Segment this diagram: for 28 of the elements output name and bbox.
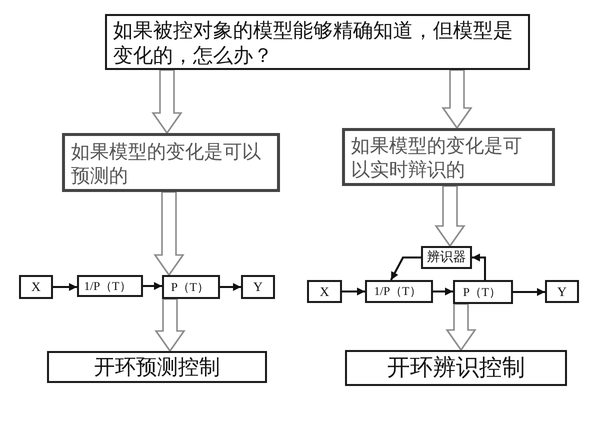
- block-box: 1/P（T）: [77, 275, 143, 297]
- arrow: [433, 288, 453, 296]
- block-arrow: [441, 69, 473, 130]
- arrow: [53, 283, 77, 291]
- block-arrow: [434, 185, 466, 248]
- block-arrow: [153, 191, 185, 276]
- block-box: Y: [545, 280, 579, 303]
- arrow: [220, 283, 241, 291]
- arrow: [143, 282, 162, 290]
- block-box: P（T）: [453, 280, 513, 304]
- block-box: X: [19, 275, 53, 299]
- block-arrow: [445, 303, 477, 352]
- condition-box: 如果模型的变化是可以实时辩识的: [342, 128, 555, 186]
- condition-box: 如果模型的变化是可以预测的: [62, 133, 280, 192]
- arrow: [472, 254, 486, 280]
- result-box: 开环预测控制: [47, 351, 267, 383]
- result-box: 开环辨识控制: [345, 350, 567, 386]
- block-arrow: [151, 69, 183, 134]
- question-box: 如果被控对象的模型能够精确知道，但模型是变化的，怎么办？: [105, 14, 530, 70]
- block-box: 1/P（T）: [365, 280, 433, 303]
- identifier-box: 辨识器: [421, 246, 472, 269]
- arrow: [390, 256, 421, 280]
- block-box: X: [307, 280, 342, 303]
- block-box: P（T）: [162, 275, 220, 299]
- arrow: [513, 288, 545, 296]
- block-box: Y: [241, 275, 275, 299]
- arrow: [342, 288, 365, 296]
- block-arrow: [154, 298, 186, 352]
